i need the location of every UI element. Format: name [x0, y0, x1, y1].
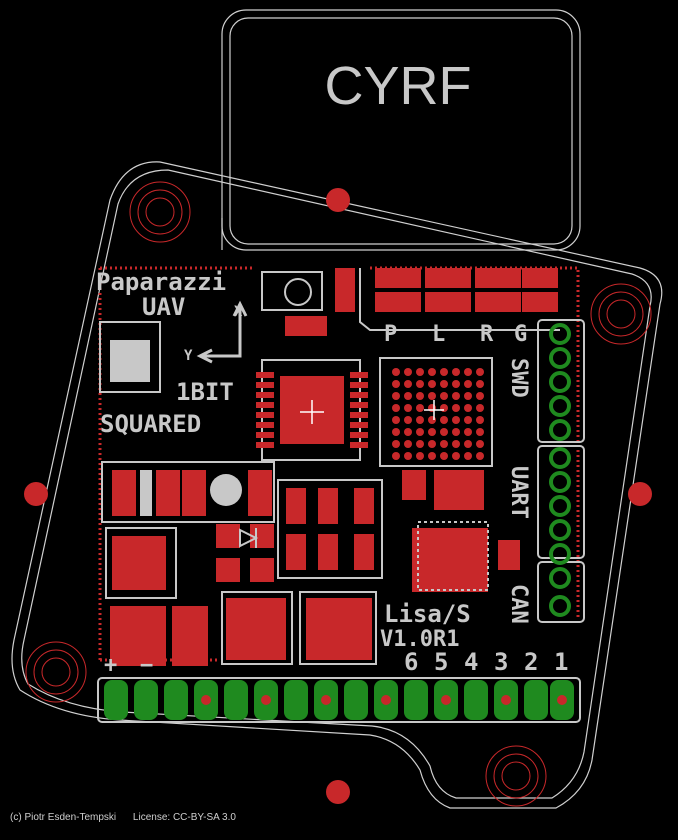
power-silk [101, 461, 489, 665]
bga-chip [379, 357, 493, 467]
mcu-chip [256, 359, 368, 461]
pin-number: 5 [434, 648, 448, 676]
fiducial-right [628, 482, 652, 506]
license-text: License: CC-BY-SA 3.0 [132, 812, 236, 823]
pin-number: 4 [464, 648, 478, 676]
mounting-holes [25, 181, 652, 807]
can-label: CAN [506, 584, 531, 624]
logo-brand2: SQUARED [100, 410, 201, 438]
logo-line1: Paparazzi [96, 268, 226, 296]
fiducial-left [24, 482, 48, 506]
credit-text: (c) Piotr Esden-Tempski [10, 812, 117, 823]
footer: (c) Piotr Esden-Tempski License: CC-BY-S… [10, 812, 250, 823]
swd-label: SWD [506, 358, 531, 398]
fiducial-top [326, 188, 350, 212]
bottom-pad-row [97, 677, 581, 723]
minus-label: − [140, 653, 153, 678]
pin-numbers: 6 5 4 3 2 1 [404, 648, 568, 676]
logo-brand1: 1BIT [176, 378, 234, 406]
power-section [110, 470, 520, 666]
led-label-l: L [432, 322, 445, 347]
uart-label: UART [506, 466, 531, 519]
side-headers [537, 319, 585, 623]
led-label-g: G [514, 322, 527, 347]
axis-y-label: Y [184, 348, 193, 364]
board-name: Lisa/S [384, 600, 471, 628]
led-label-p: P [384, 322, 397, 347]
plus-label: + [104, 653, 117, 678]
pin-number: 2 [524, 648, 538, 676]
copper-border [98, 266, 580, 662]
led-label-r: R [480, 322, 494, 347]
board-outline [11, 161, 663, 809]
logo-block [99, 300, 248, 393]
fiducial-bottom [326, 780, 350, 804]
board-version: V1.0R1 [380, 627, 459, 652]
led-array [261, 268, 560, 336]
cyrf-label: CYRF [325, 56, 472, 116]
cyrf-module [221, 9, 581, 251]
pin-number: 6 [404, 648, 418, 676]
pin-number: 3 [494, 648, 508, 676]
axis-x-label: X [234, 304, 243, 320]
logo-line2: UAV [142, 293, 185, 321]
pin-number: 1 [554, 648, 568, 676]
